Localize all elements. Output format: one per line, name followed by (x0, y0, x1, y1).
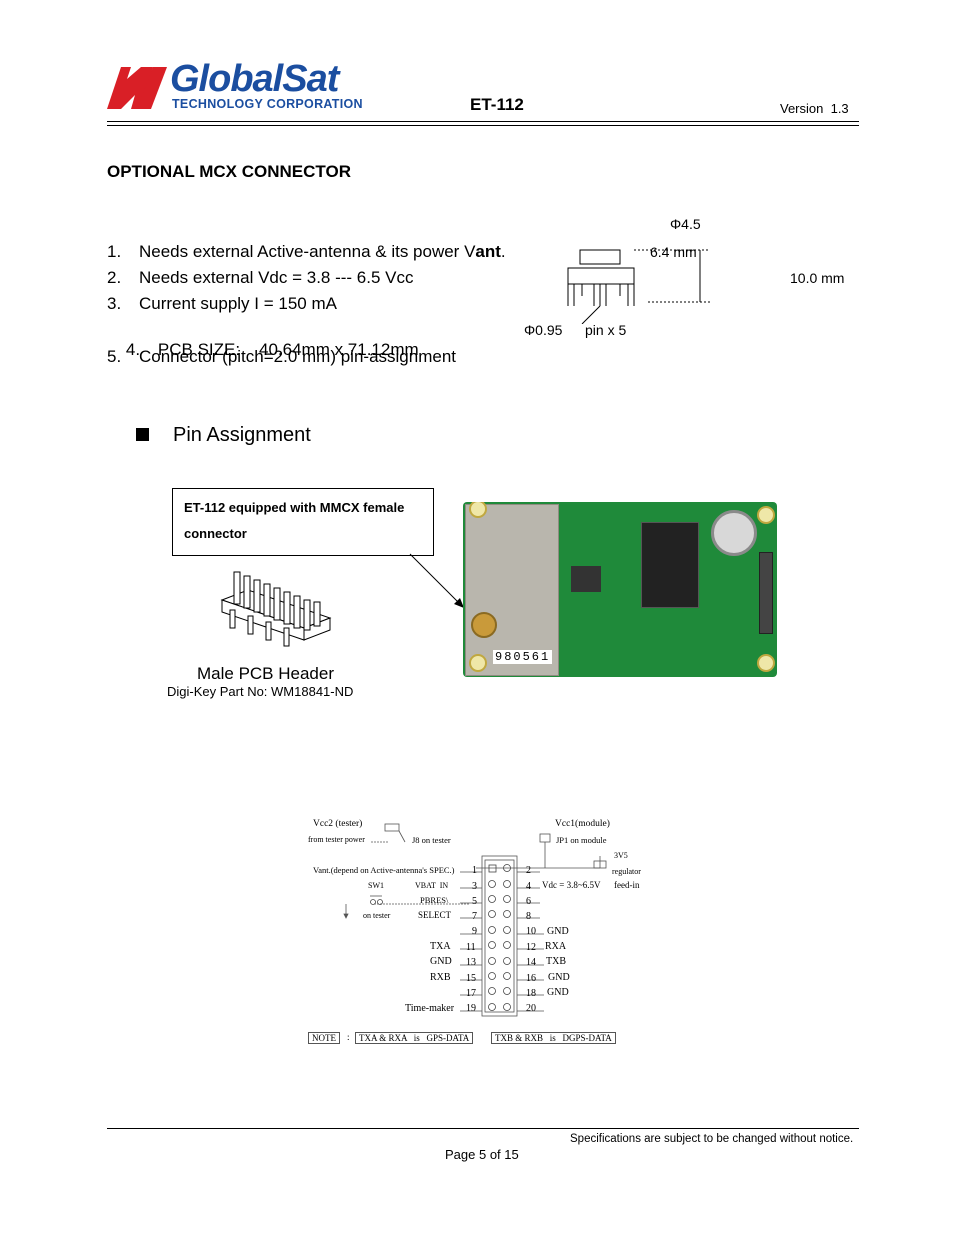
pin-number: 1 (472, 865, 477, 876)
pin-number: 10 (526, 926, 536, 937)
pin-header-strip (759, 552, 773, 634)
vbat-label: VBAT IN (415, 881, 449, 890)
diameter-top-label: Φ4.5 (670, 216, 701, 232)
feed-in-label: feed-in (614, 880, 640, 890)
mount-hole-icon (757, 506, 775, 524)
vcc2-label: Vcc2 (tester) (313, 819, 363, 829)
pcb-header-icon (220, 571, 332, 647)
callout-line-1: ET-112 equipped with MMCX female (184, 500, 405, 515)
pin-count-label: pin x 5 (585, 322, 627, 338)
pin-signal-label: GND (547, 987, 569, 998)
connector-outline (567, 249, 710, 324)
footer-notice: Specifications are subject to be changed… (570, 1133, 854, 1145)
mount-hole-icon (469, 502, 487, 518)
header-part-name: Male PCB Header (197, 664, 335, 683)
mmcx-connector-icon (471, 612, 497, 638)
note-gps-data: TXA & RXA is GPS-DATA (355, 1032, 474, 1044)
version-label: Version 1.3 (780, 101, 849, 116)
pin-number: 14 (526, 957, 536, 968)
pin-signal-label: GND (548, 972, 570, 983)
pin-signal-label: GND (547, 926, 569, 937)
pin-number: 2 (526, 865, 531, 876)
sw1-label: SW1 (368, 881, 384, 890)
page-number: Page 5 of 15 (445, 1147, 519, 1162)
globalsat-logo-icon (107, 67, 167, 109)
pin-number: 6 (526, 896, 531, 907)
list-item: 3.Current supply I = 150 mA (107, 294, 337, 313)
callout-arrow (409, 553, 464, 608)
mount-hole-icon (757, 654, 775, 672)
note-colon: : (347, 1032, 350, 1042)
pin-number: 7 (472, 911, 477, 922)
note-label: NOTE (308, 1032, 340, 1044)
header-part-number: Digi-Key Part No: WM18841-ND (167, 684, 354, 699)
rf-shield (465, 504, 559, 676)
small-chip (571, 566, 601, 592)
pin-number: 15 (466, 973, 476, 984)
from-tester-label: from tester power (308, 835, 365, 844)
pin-number: 4 (526, 881, 531, 892)
battery-icon (711, 510, 757, 556)
pin-number: 5 (472, 896, 477, 907)
note-dgps-data: TXB & RXB is DGPS-DATA (491, 1032, 616, 1044)
header-rule-thin (107, 125, 859, 126)
pin-number: 9 (472, 926, 477, 937)
pin-number: 11 (466, 942, 476, 953)
vant-label: Vant.(depend on Active-antenna's SPEC.) (313, 865, 455, 875)
pin-signal-label: RXA (545, 941, 567, 952)
list-item: 2.Needs external Vdc = 3.8 --- 6.5 Vcc (107, 268, 414, 287)
pin-signal-label: TXA (430, 941, 451, 952)
logo-subtitle: TECHNOLOGY CORPORATION (172, 97, 363, 111)
pin-number: 19 (466, 1003, 476, 1014)
footer-rule (107, 1128, 859, 1129)
j8-label: J8 on tester (412, 835, 451, 845)
schematic-lines (343, 823, 607, 1017)
vdc-label: Vdc = 3.8~6.5V (542, 880, 601, 890)
regulator-label: regulator (612, 867, 641, 876)
list-item: 5.Connector (pitch=2.0 mm) pin-assignmen… (107, 347, 456, 366)
select-label: SELECT (418, 910, 451, 920)
pin-number: 8 (526, 911, 531, 922)
pin-number: 13 (466, 957, 476, 968)
vcc1-label: Vcc1(module) (555, 819, 610, 829)
logo-name: GlobalSat (170, 58, 339, 100)
gps-chip (641, 522, 699, 608)
pin-diameter-label: Φ0.95 (524, 322, 563, 338)
pin-signal-label: GND (430, 956, 452, 967)
doc-title: ET-112 (470, 95, 524, 114)
callout-line-2: connector (184, 526, 247, 541)
pin-signal-label: TXB (546, 956, 566, 967)
mount-hole-icon (469, 654, 487, 672)
pin-number: 12 (526, 942, 536, 953)
pcb-board-image: 980561 (463, 502, 777, 677)
callout-box: ET-112 equipped with MMCX female connect… (172, 488, 434, 556)
bullet-square-icon (136, 428, 149, 441)
section-title: OPTIONAL MCX CONNECTOR (107, 162, 351, 181)
v3v5-label: 3V5 (614, 851, 628, 860)
list-item: 4.PCB SIZE: 40.64mm x 71.12mm (125, 340, 419, 359)
length-label: 10.0 mm (790, 270, 845, 286)
pin-assignment-heading: Pin Assignment (173, 424, 311, 446)
pin-number: 3 (472, 881, 477, 892)
jp1-label: JP1 on module (556, 835, 607, 845)
pin-signal-label: RXB (430, 972, 451, 983)
pin-signal-label: Time-maker (405, 1003, 455, 1014)
pbres-label: PBRES\ (420, 895, 449, 905)
pcb-marking: 980561 (493, 650, 553, 664)
pin-number: 16 (526, 973, 536, 984)
header-rule (107, 121, 859, 122)
height-label: 6.4 mm (650, 244, 697, 260)
pin-number: 20 (526, 1003, 536, 1014)
pin-number: 18 (526, 988, 536, 999)
on-tester-label: on tester (363, 911, 391, 920)
list-item: 1.Needs external Active-antenna & its po… (107, 242, 506, 261)
pin-number: 17 (466, 988, 476, 999)
